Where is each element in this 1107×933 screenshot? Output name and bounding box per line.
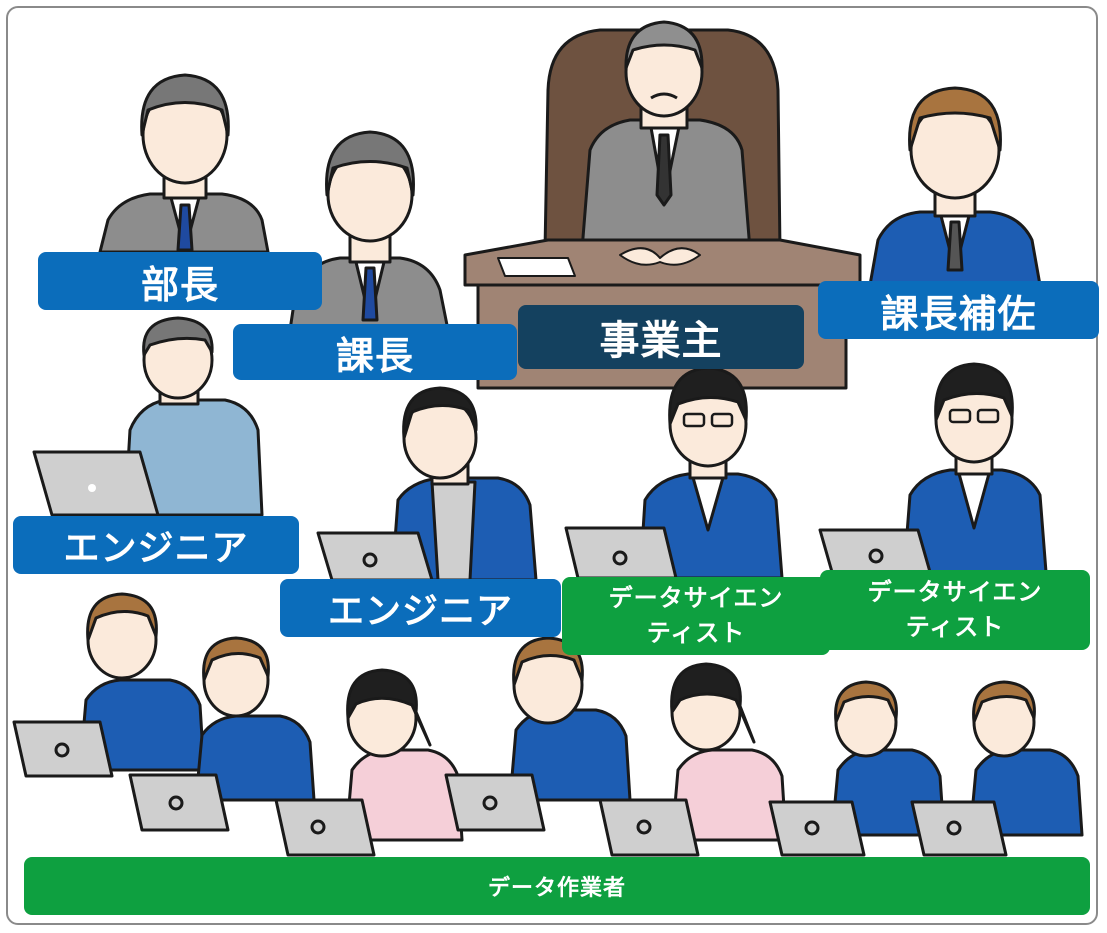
- section-chief-figure: [288, 130, 450, 332]
- data-scientist-2-figure: [818, 362, 1048, 574]
- department-head-label: 部長: [38, 252, 322, 310]
- owner-label: 事業主: [518, 305, 804, 369]
- assistant-chief-label: 課長補佐: [818, 281, 1099, 339]
- engineer-1-label: エンジニア: [13, 516, 299, 574]
- data-worker-label: データ作業者: [24, 857, 1090, 915]
- data-scientist-1-figure: [564, 366, 784, 580]
- engineer-2-figure: [316, 386, 538, 582]
- engineer-1-figure: [32, 316, 264, 517]
- department-head-figure: [98, 73, 270, 254]
- data-scientist-1-label: データサイエン ティスト: [562, 577, 830, 655]
- assistant-chief-figure: [868, 86, 1042, 287]
- owner-figure: [463, 20, 862, 390]
- section-chief-label: 課長: [233, 324, 517, 380]
- engineer-2-label: エンジニア: [280, 579, 561, 637]
- diagram-frame: [6, 6, 1098, 925]
- data-scientist-2-label: データサイエン ティスト: [820, 570, 1090, 650]
